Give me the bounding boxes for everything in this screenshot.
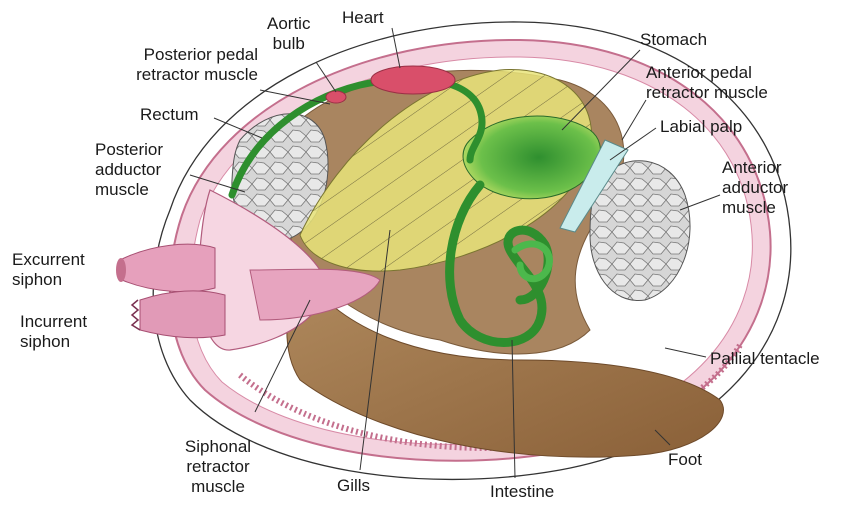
incurrent-siphon [140,291,225,338]
excurrent-opening [116,258,126,282]
label-pallial-tentacle: Pallial tentacle [710,349,820,369]
incurrent-opening [132,300,140,330]
label-stomach: Stomach [640,30,707,50]
excurrent-siphon [120,244,215,292]
label-intestine: Intestine [490,482,554,502]
heart [371,66,455,94]
label-heart: Heart [342,8,384,28]
label-gills: Gills [337,476,370,496]
label-rectum: Rectum [140,105,199,125]
label-labial-palp: Labial palp [660,117,742,137]
aortic-bulb [326,91,346,103]
label-foot: Foot [668,450,702,470]
